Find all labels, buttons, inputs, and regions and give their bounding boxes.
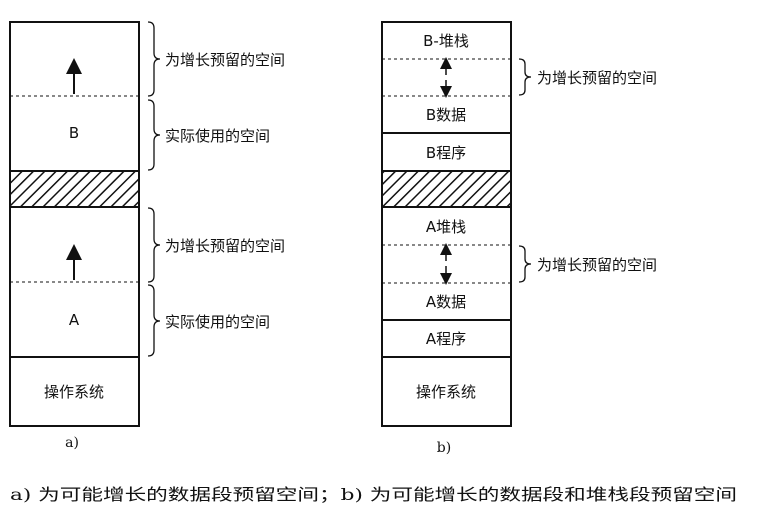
brace-icon — [518, 58, 532, 96]
segment-a-label: A — [69, 311, 80, 329]
brace-icon — [147, 99, 161, 171]
figure-caption: a) 为可能增长的数据段预留空间；b) 为可能增长的数据段和堆栈段预留空间 — [10, 485, 737, 504]
reserved-space-label: 为增长预留的空间 — [537, 69, 657, 87]
diagram-a: B A 操作系统 为增长预留的空间 实际使用的空间 为增长预留的空间 实际使用的… — [9, 21, 285, 451]
used-space-label: 实际使用的空间 — [165, 313, 270, 331]
segment-b-label: B — [69, 124, 79, 142]
os-label: 操作系统 — [416, 383, 476, 401]
brace-icon — [518, 245, 532, 283]
brace-icon — [147, 284, 161, 357]
diagram-a-label: a) — [65, 435, 79, 451]
os-label: 操作系统 — [44, 383, 104, 401]
hatched-gap — [9, 170, 140, 208]
reserved-space-label: 为增长预留的空间 — [165, 237, 285, 255]
diagram-b: B-堆栈 B数据 B程序 A堆栈 A数据 A程序 操作系统 为增长预留的空间 为… — [381, 21, 657, 456]
diagram-b-label: b) — [437, 440, 451, 456]
brace-icon — [147, 21, 161, 97]
reserved-space-label: 为增长预留的空间 — [165, 51, 285, 69]
b-stack-label: B-堆栈 — [423, 32, 469, 50]
brace-icon — [147, 207, 161, 283]
a-data-label: A数据 — [426, 293, 466, 311]
a-program-label: A程序 — [426, 330, 466, 348]
reserved-space-label: 为增长预留的空间 — [537, 256, 657, 274]
hatched-gap — [381, 170, 512, 208]
b-program-label: B程序 — [426, 144, 466, 162]
b-data-label: B数据 — [426, 106, 466, 124]
a-stack-label: A堆栈 — [426, 218, 466, 236]
used-space-label: 实际使用的空间 — [165, 127, 270, 145]
